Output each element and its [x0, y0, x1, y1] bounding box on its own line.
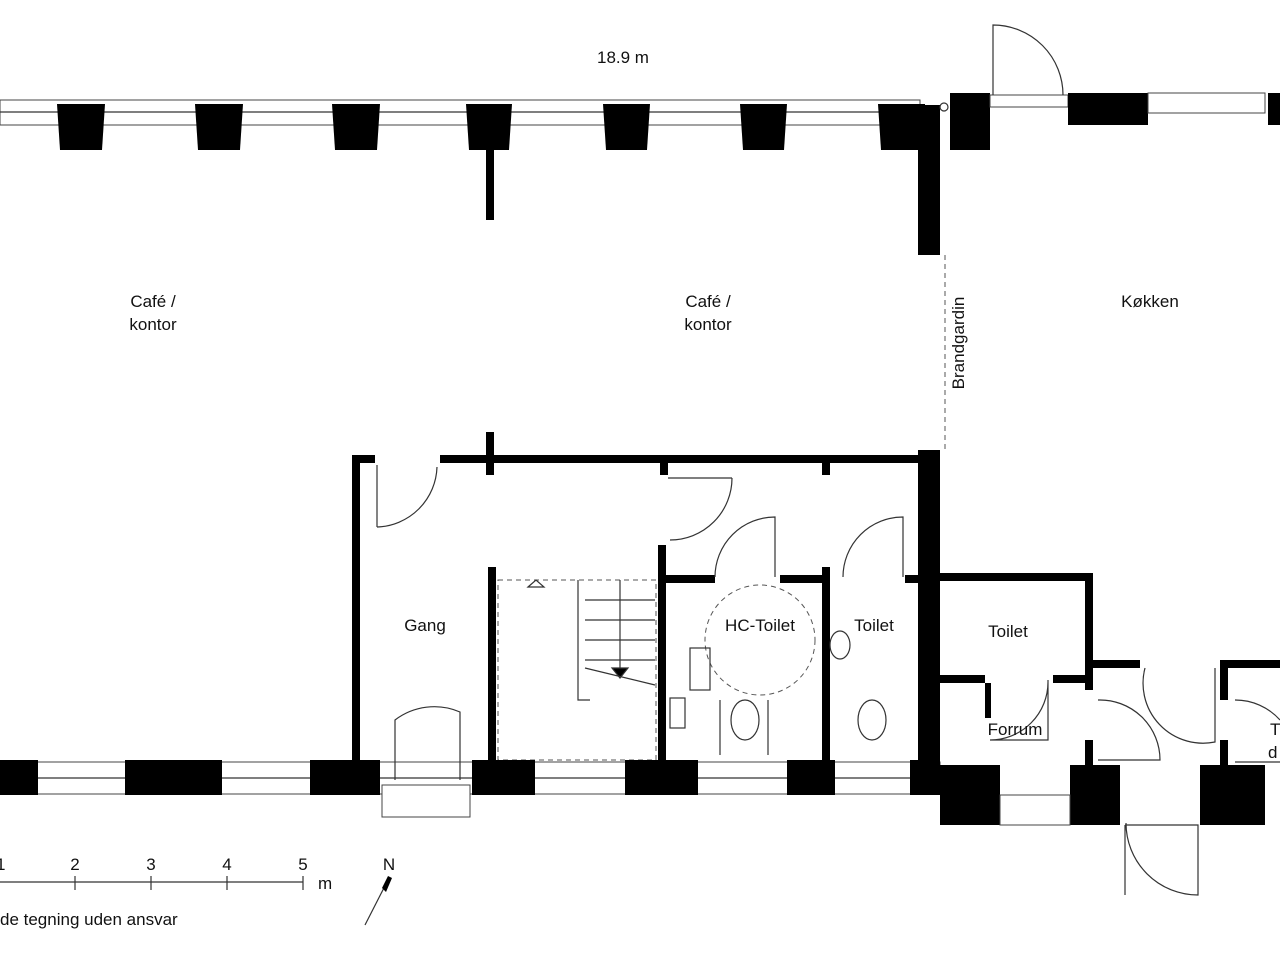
scale-tick: 3 — [146, 855, 155, 874]
stair-steps — [577, 580, 656, 701]
north-label: N — [383, 855, 395, 874]
room-label: Café / — [685, 292, 731, 311]
room-label: HC-Toilet — [725, 616, 795, 635]
room-label: kontor — [129, 315, 177, 334]
scale-tick: 2 — [70, 855, 79, 874]
scale-unit: m — [318, 874, 332, 893]
wall-stub — [486, 125, 494, 220]
turning-circle — [704, 584, 816, 696]
scale-tick: 5 — [298, 855, 307, 874]
staircase — [497, 579, 657, 761]
room-label: T — [1270, 720, 1280, 739]
bottom-wall-piers — [0, 760, 1265, 825]
room-label: Café / — [130, 292, 176, 311]
wall — [918, 105, 940, 255]
room-label: Brandgardin — [949, 297, 968, 390]
door-swing — [376, 465, 438, 528]
room-label: d — [1268, 743, 1277, 762]
dimension-label: 18.9 m — [597, 48, 649, 67]
scale-tick: 1 — [0, 855, 5, 874]
disclaimer: de tegning uden ansvar — [0, 910, 178, 929]
room-label: Toilet — [854, 616, 894, 635]
room-label: Forrum — [988, 720, 1043, 739]
room-label: kontor — [684, 315, 732, 334]
room-label: Toilet — [988, 622, 1028, 641]
room-label: Køkken — [1121, 292, 1179, 311]
scale-bar — [0, 876, 304, 890]
room-label: Gang — [404, 616, 446, 635]
scale-tick: 4 — [222, 855, 231, 874]
door-swing — [992, 24, 1064, 96]
